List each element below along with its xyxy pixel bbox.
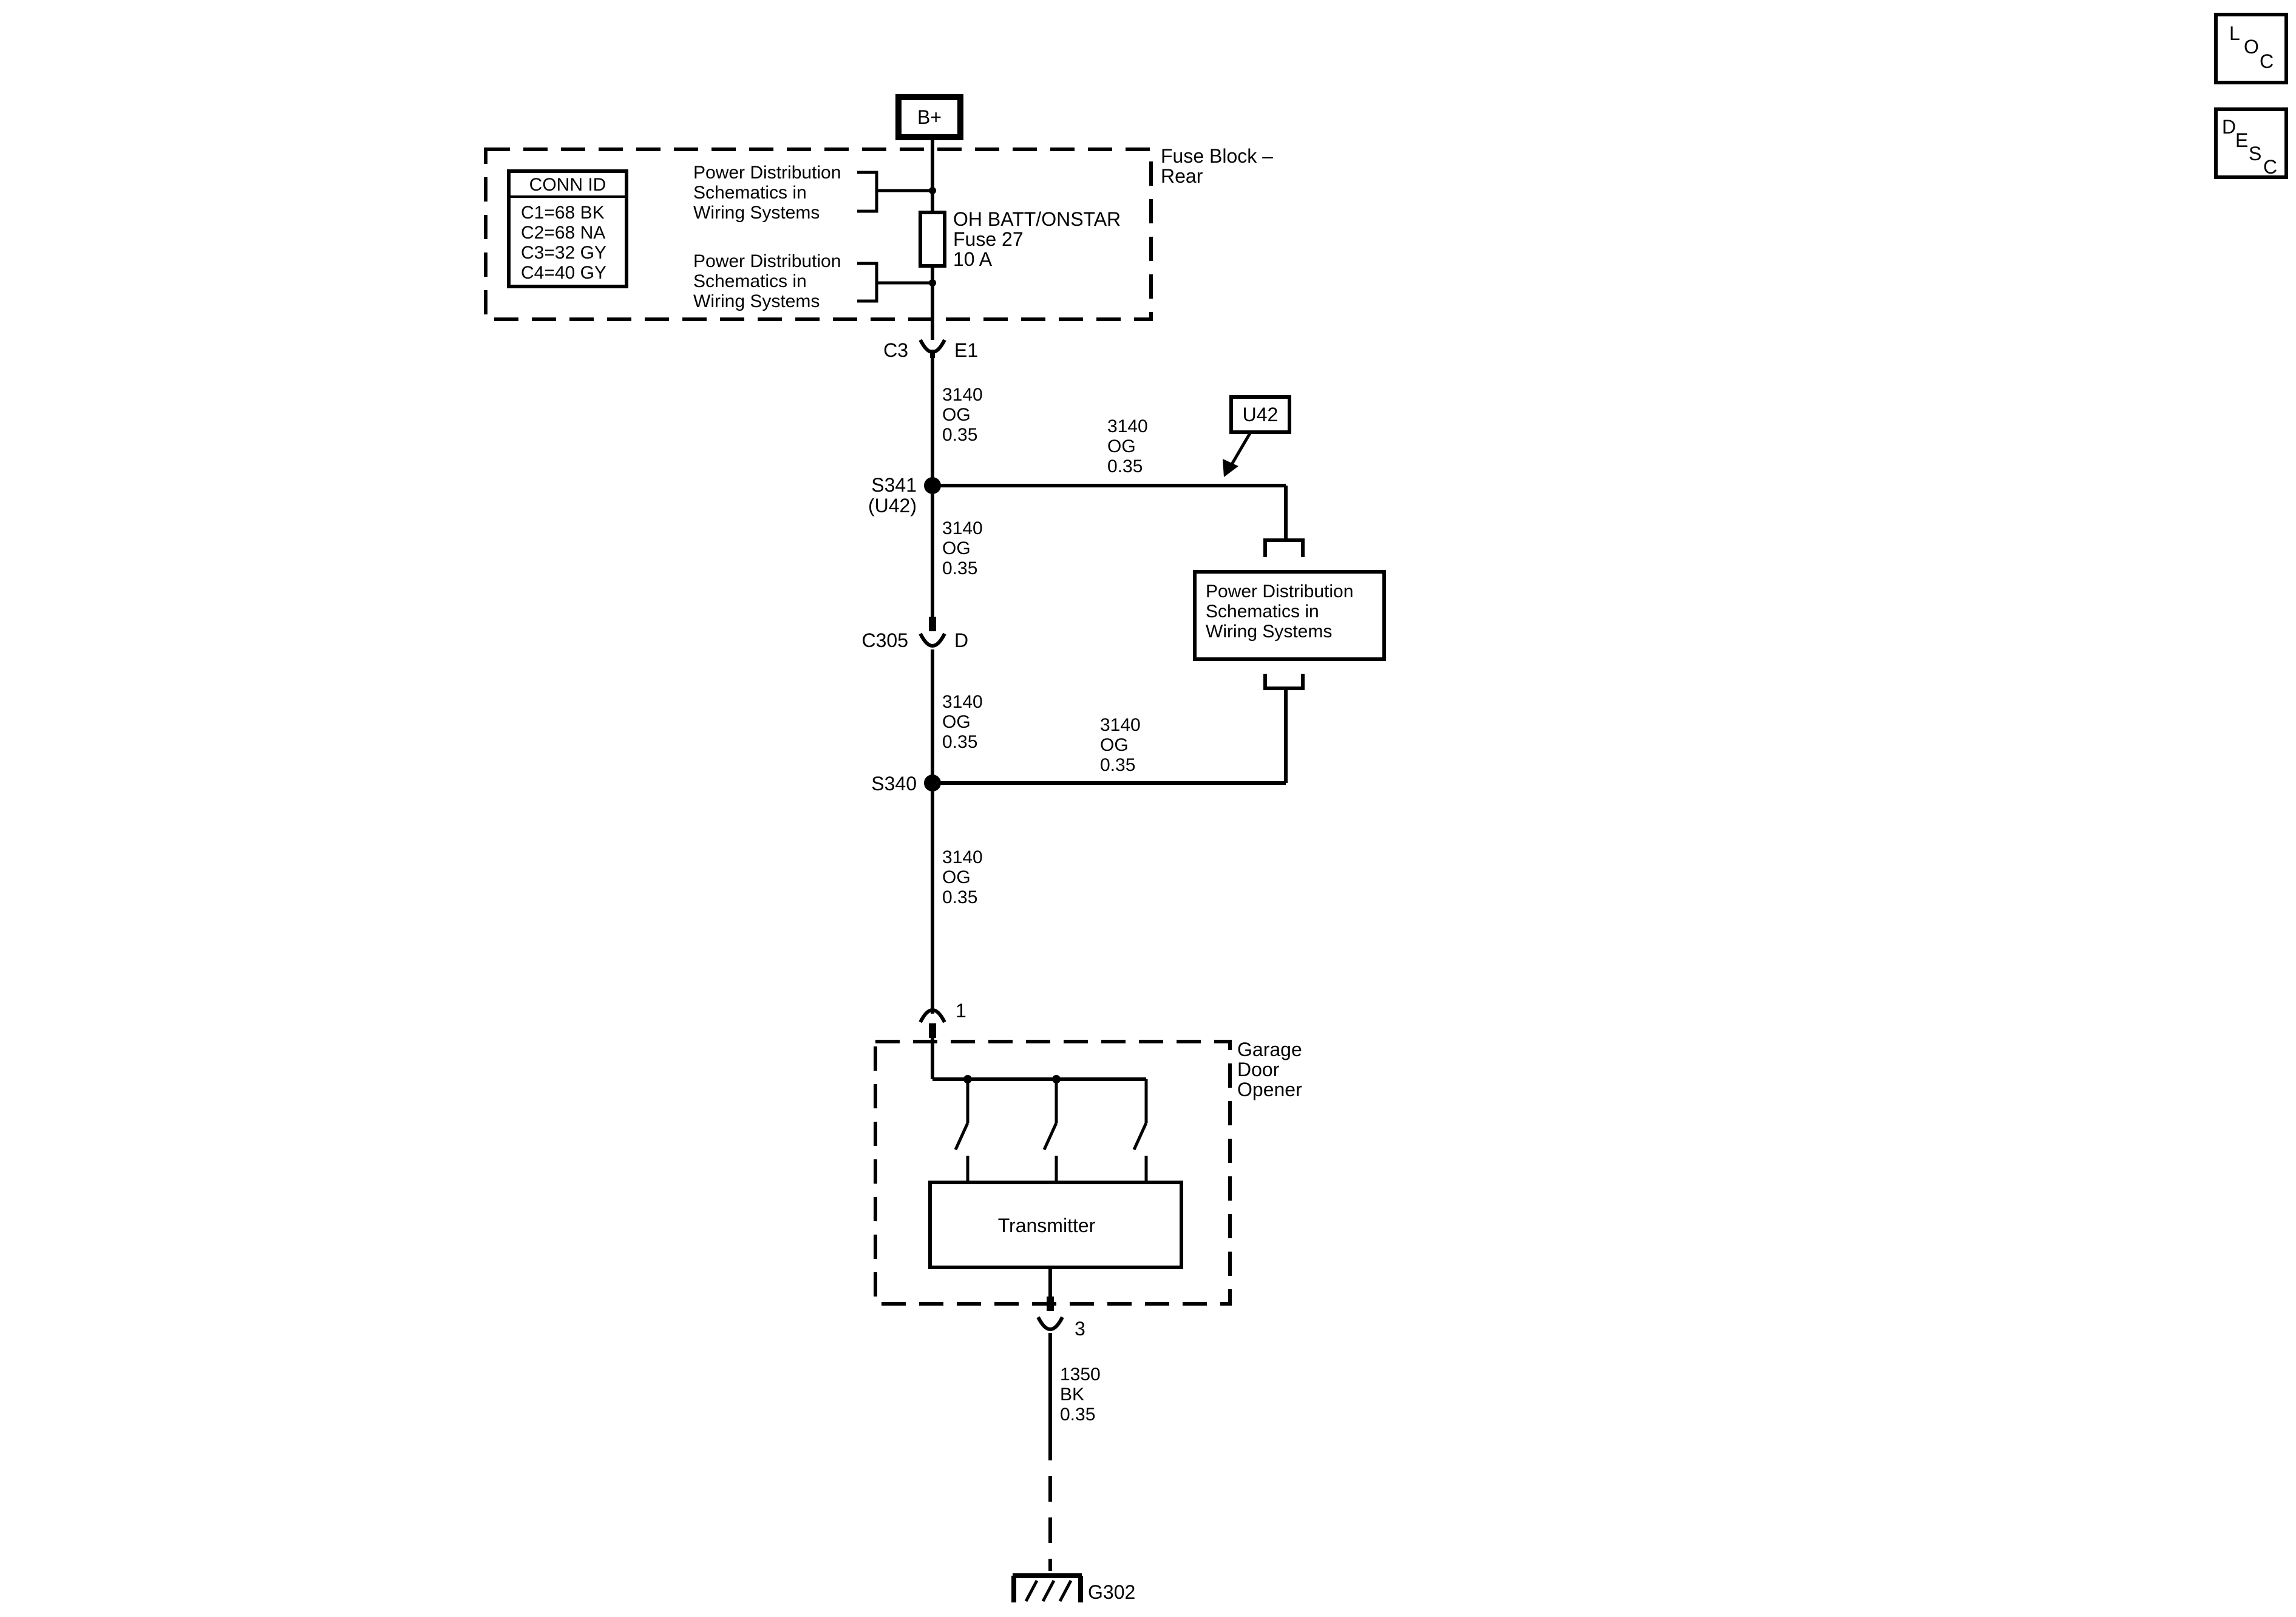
connector-pin-3[interactable] bbox=[1036, 1316, 1064, 1331]
conn-id-table: CONN ID C1=68 BK C2=68 NA C3=32 GY C4=40… bbox=[507, 169, 628, 288]
fuse-block-title-line2: Rear bbox=[1161, 165, 1203, 187]
option-u42-tag: U42 bbox=[1223, 395, 1291, 477]
desc-letter-s: S bbox=[2249, 143, 2261, 164]
pd-ref-top-line2: Schematics in bbox=[693, 183, 807, 203]
pin-1-label: 1 bbox=[956, 1000, 966, 1022]
pd-box-line2: Schematics in bbox=[1206, 602, 1319, 622]
wire-gauge: 0.35 bbox=[942, 887, 977, 907]
fuse-number-label: Fuse 27 bbox=[953, 228, 1024, 250]
fuse-name-label: OH BATT/ONSTAR bbox=[953, 208, 1121, 230]
e1-label: E1 bbox=[954, 339, 978, 361]
pd-reference-bottom[interactable]: Power Distribution Schematics in Wiring … bbox=[693, 251, 936, 311]
s341-label: S341 bbox=[871, 474, 917, 496]
wire-gauge: 0.35 bbox=[1107, 456, 1143, 476]
loc-letter-o: O bbox=[2244, 36, 2259, 58]
conn-id-row: C1=68 BK bbox=[521, 203, 605, 223]
desc-letter-d: D bbox=[2222, 116, 2236, 138]
wire-circuit: 1350 bbox=[1060, 1364, 1101, 1385]
garage-title-line2: Door bbox=[1237, 1059, 1280, 1080]
garage-title-line1: Garage bbox=[1237, 1039, 1302, 1060]
connector-c3-e1[interactable] bbox=[919, 339, 946, 358]
u42-tag-label: U42 bbox=[1243, 404, 1279, 425]
pd-box-line1: Power Distribution bbox=[1206, 581, 1353, 602]
c305-pin-label: D bbox=[954, 629, 968, 651]
pin-3-label: 3 bbox=[1075, 1318, 1085, 1340]
fuse-27-symbol[interactable] bbox=[919, 211, 946, 268]
conn-id-row: C2=68 NA bbox=[521, 223, 605, 243]
connector-pin-1[interactable] bbox=[919, 1008, 946, 1038]
transmitter-box[interactable]: Transmitter bbox=[928, 1181, 1183, 1269]
fuse-block-boundary bbox=[484, 147, 1153, 321]
battery-positive-box: B+ bbox=[895, 94, 963, 140]
switch-button-2[interactable] bbox=[1042, 1075, 1061, 1182]
switch-button-3[interactable] bbox=[1132, 1079, 1148, 1182]
c3-label: C3 bbox=[883, 339, 908, 361]
wire-color: OG bbox=[942, 405, 971, 425]
wire-circuit: 3140 bbox=[942, 518, 983, 538]
pd-reference-box[interactable]: Power Distribution Schematics in Wiring … bbox=[1193, 538, 1386, 690]
wire-color: OG bbox=[1107, 436, 1136, 456]
wire-circuit: 3140 bbox=[942, 847, 983, 867]
loc-letter-l: L bbox=[2229, 22, 2240, 44]
wire-circuit: 3140 bbox=[942, 385, 983, 405]
s340-label: S340 bbox=[871, 773, 917, 795]
desc-button[interactable]: D E S C bbox=[2214, 107, 2288, 179]
loc-letter-c: C bbox=[2260, 50, 2274, 72]
g302-label: G302 bbox=[1088, 1581, 1135, 1603]
transmitter-label: Transmitter bbox=[998, 1215, 1096, 1236]
conn-id-row: C3=32 GY bbox=[521, 243, 606, 263]
pd-ref-bottom-line1: Power Distribution bbox=[693, 251, 841, 271]
conn-id-row: C4=40 GY bbox=[521, 263, 606, 283]
pd-reference-top[interactable]: Power Distribution Schematics in Wiring … bbox=[693, 163, 936, 223]
fuse-rating-label: 10 A bbox=[953, 248, 993, 270]
wire-gauge: 0.35 bbox=[942, 732, 977, 752]
wire-gauge: 0.35 bbox=[942, 425, 977, 445]
wire-color: OG bbox=[1100, 735, 1129, 755]
ground-g302-icon[interactable] bbox=[1011, 1573, 1083, 1602]
wire-color: OG bbox=[942, 712, 971, 732]
pd-ref-top-line3: Wiring Systems bbox=[693, 203, 820, 223]
switch-button-1[interactable] bbox=[954, 1075, 972, 1182]
pd-ref-bottom-line2: Schematics in bbox=[693, 271, 807, 291]
fuse-block-title-line1: Fuse Block – bbox=[1161, 145, 1273, 167]
wire-gauge: 0.35 bbox=[1060, 1405, 1095, 1425]
wire-gauge: 0.35 bbox=[1100, 755, 1135, 775]
s341-option-label: (U42) bbox=[868, 495, 917, 517]
c305-label: C305 bbox=[862, 629, 909, 651]
pd-box-line3: Wiring Systems bbox=[1206, 622, 1332, 642]
wire-circuit: 3140 bbox=[1107, 416, 1148, 436]
bplus-label: B+ bbox=[917, 106, 942, 128]
wire-color: OG bbox=[942, 867, 971, 887]
wire-circuit: 3140 bbox=[942, 692, 983, 712]
pd-ref-top-line1: Power Distribution bbox=[693, 163, 841, 183]
loc-button[interactable]: L O C bbox=[2214, 13, 2288, 84]
wire-color: OG bbox=[942, 538, 971, 558]
garage-title-line3: Opener bbox=[1237, 1079, 1302, 1100]
pd-ref-bottom-line3: Wiring Systems bbox=[693, 291, 820, 311]
wire-color: BK bbox=[1060, 1385, 1084, 1405]
wire-circuit: 3140 bbox=[1100, 715, 1141, 735]
desc-letter-e: E bbox=[2235, 129, 2248, 151]
conn-id-title: CONN ID bbox=[529, 175, 606, 195]
desc-letter-c: C bbox=[2263, 156, 2277, 178]
wire-gauge: 0.35 bbox=[942, 558, 977, 578]
connector-c305[interactable] bbox=[919, 632, 946, 648]
